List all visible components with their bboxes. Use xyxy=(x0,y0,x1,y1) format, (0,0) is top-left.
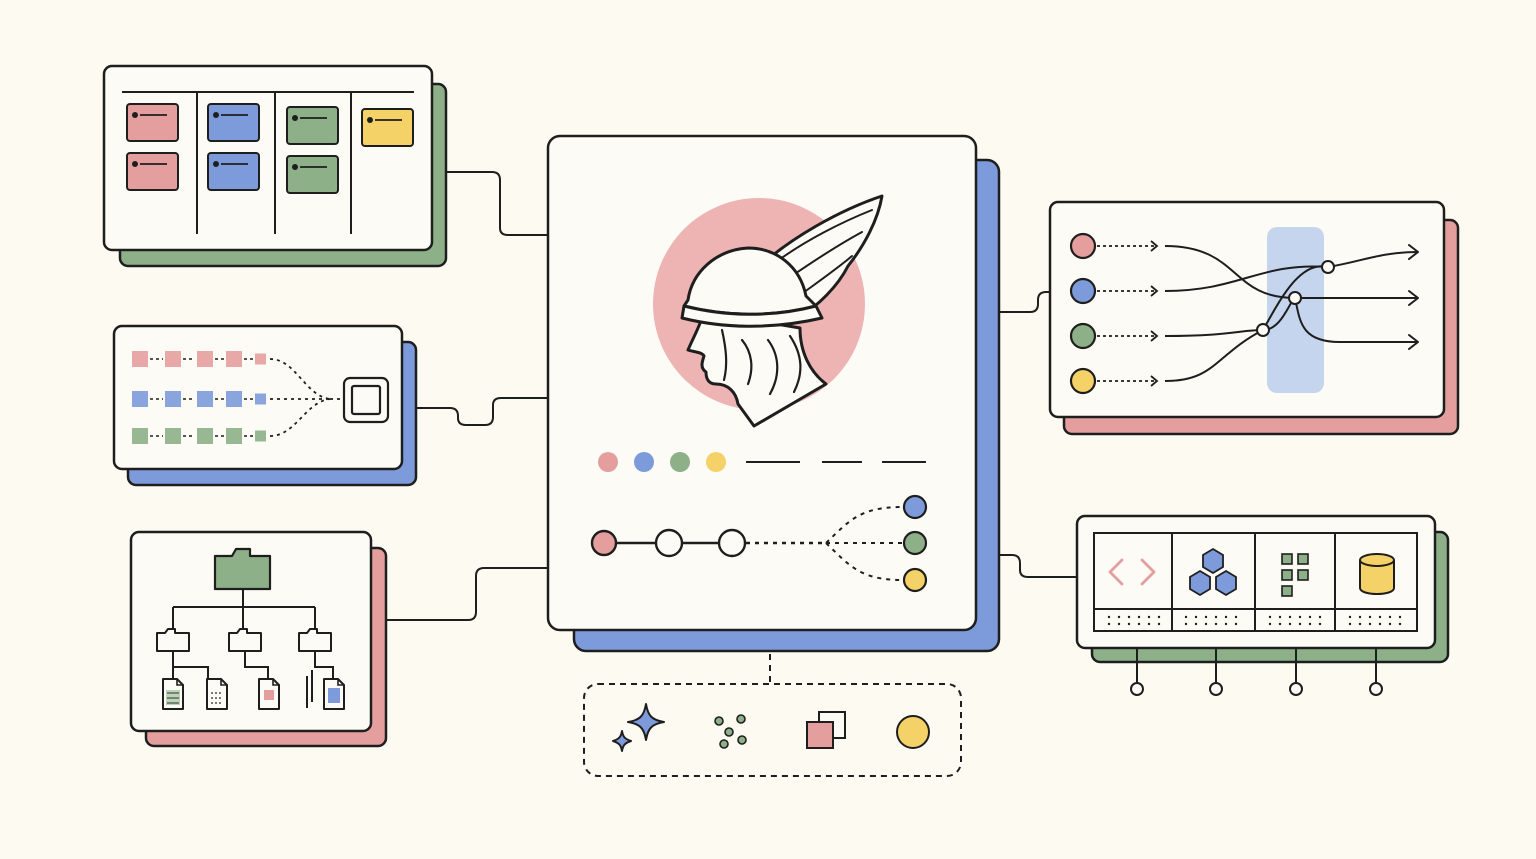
process-chain xyxy=(617,506,904,581)
kanban-task-card xyxy=(286,106,339,145)
port-connector xyxy=(1289,648,1303,696)
output-arrows xyxy=(1408,244,1419,350)
output-node xyxy=(902,530,928,556)
layered-squares-icon xyxy=(806,711,846,749)
chain-node xyxy=(717,528,747,558)
pipeline-row xyxy=(132,428,266,444)
file-tree-card xyxy=(129,530,388,748)
connectors xyxy=(386,171,1077,684)
process-nodes xyxy=(590,528,747,558)
route-input xyxy=(1069,232,1159,260)
sparkle-icon xyxy=(612,703,665,752)
color-dot xyxy=(706,452,726,472)
file-doc-icon xyxy=(323,678,345,710)
connector-pipeline-center xyxy=(416,397,548,426)
tree-branches xyxy=(172,590,334,708)
file-doc-icon xyxy=(258,678,280,710)
route-junctions xyxy=(1256,260,1335,337)
tools-card xyxy=(1075,514,1450,696)
file-doc-icon xyxy=(162,678,184,710)
card-body xyxy=(1048,200,1446,419)
route-inputs xyxy=(1069,232,1159,395)
chain-node xyxy=(654,528,684,558)
folder-icon xyxy=(213,547,272,591)
connector-center-routing xyxy=(999,291,1050,313)
color-dots-row xyxy=(598,452,726,472)
pipeline-card xyxy=(112,324,418,487)
connector-files-center xyxy=(386,567,548,621)
port-connector xyxy=(1369,648,1383,696)
yellow-circle-icon xyxy=(896,715,930,749)
color-dot xyxy=(670,452,690,472)
port-connector xyxy=(1130,648,1144,696)
kanban-task-card xyxy=(286,155,339,194)
file-icons xyxy=(162,678,345,710)
hexagon-cluster-icon xyxy=(1189,547,1237,597)
grid-blocks-icon xyxy=(1281,553,1309,597)
start-node xyxy=(590,529,618,557)
kanban-task-cards xyxy=(126,103,414,194)
code-brackets-icon xyxy=(1108,558,1156,586)
pipeline-row xyxy=(132,351,266,367)
winged-helmet-icon xyxy=(680,194,884,428)
tool-ports xyxy=(1130,648,1383,696)
kanban-task-card xyxy=(126,152,179,191)
branch-output-nodes xyxy=(902,494,928,593)
route-input xyxy=(1069,322,1159,350)
output-node xyxy=(902,494,928,520)
route-input xyxy=(1069,367,1159,395)
route-curves xyxy=(1164,245,1419,382)
center-core-card xyxy=(546,134,1001,653)
route-input xyxy=(1069,277,1159,305)
color-dot xyxy=(634,452,654,472)
output-frame-icon xyxy=(342,376,390,424)
kanban-board-card xyxy=(102,64,448,268)
database-icon xyxy=(1359,553,1395,595)
kanban-task-card xyxy=(361,108,414,147)
dashed-container xyxy=(583,683,962,777)
file-doc-icon xyxy=(206,678,228,710)
port-connector xyxy=(1209,648,1223,696)
output-node xyxy=(902,567,928,593)
pipeline-rows xyxy=(132,351,266,444)
kanban-task-card xyxy=(207,152,260,191)
connector-center-tools xyxy=(999,554,1077,578)
pipeline-merge-lines xyxy=(269,358,344,437)
pipeline-row xyxy=(132,391,266,407)
tool-status-dots xyxy=(1107,615,1402,626)
kanban-task-card xyxy=(126,103,179,142)
subfolder-icons xyxy=(156,628,332,652)
color-dot xyxy=(598,452,618,472)
column-dividers xyxy=(196,92,352,234)
routing-card xyxy=(1048,200,1460,436)
dots-icon xyxy=(714,714,747,749)
extras-box xyxy=(583,683,962,777)
connector-kanban-center xyxy=(447,171,548,236)
kanban-task-card xyxy=(207,103,260,142)
